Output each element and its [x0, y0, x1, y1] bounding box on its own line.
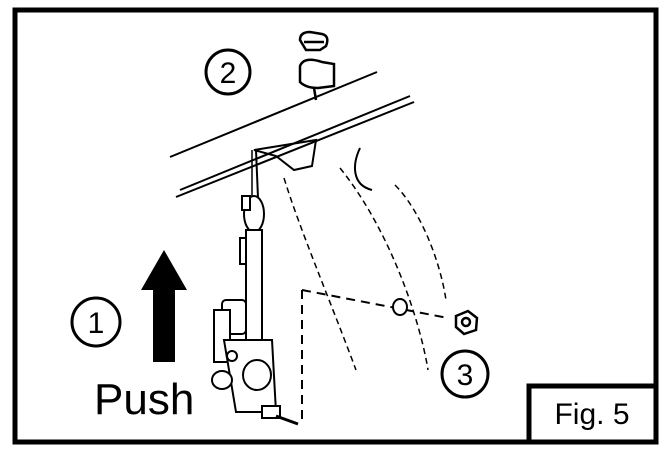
washer-icon — [392, 298, 408, 316]
step-3-marker: 3 — [440, 349, 490, 399]
alignment-lines — [301, 289, 449, 420]
step-2-marker: 2 — [204, 48, 252, 96]
step-1-number: 1 — [88, 307, 105, 340]
panel-outline — [283, 167, 447, 371]
antenna-assembly — [211, 150, 299, 426]
roof-rails — [169, 71, 415, 198]
figure-label: Fig. 5 — [554, 398, 629, 431]
push-clip-icon — [298, 30, 336, 101]
step-2-number: 2 — [220, 57, 237, 90]
diagram-frame — [12, 7, 659, 445]
step-3-number: 3 — [457, 359, 474, 392]
push-label: Push — [94, 375, 194, 424]
step-1-marker: 1 — [70, 296, 122, 348]
hex-nut-icon — [454, 309, 479, 336]
mounting-bracket — [253, 138, 318, 199]
panel-hook — [354, 147, 373, 191]
up-arrow-icon — [141, 250, 187, 362]
figure-label-box: Fig. 5 — [526, 383, 659, 445]
